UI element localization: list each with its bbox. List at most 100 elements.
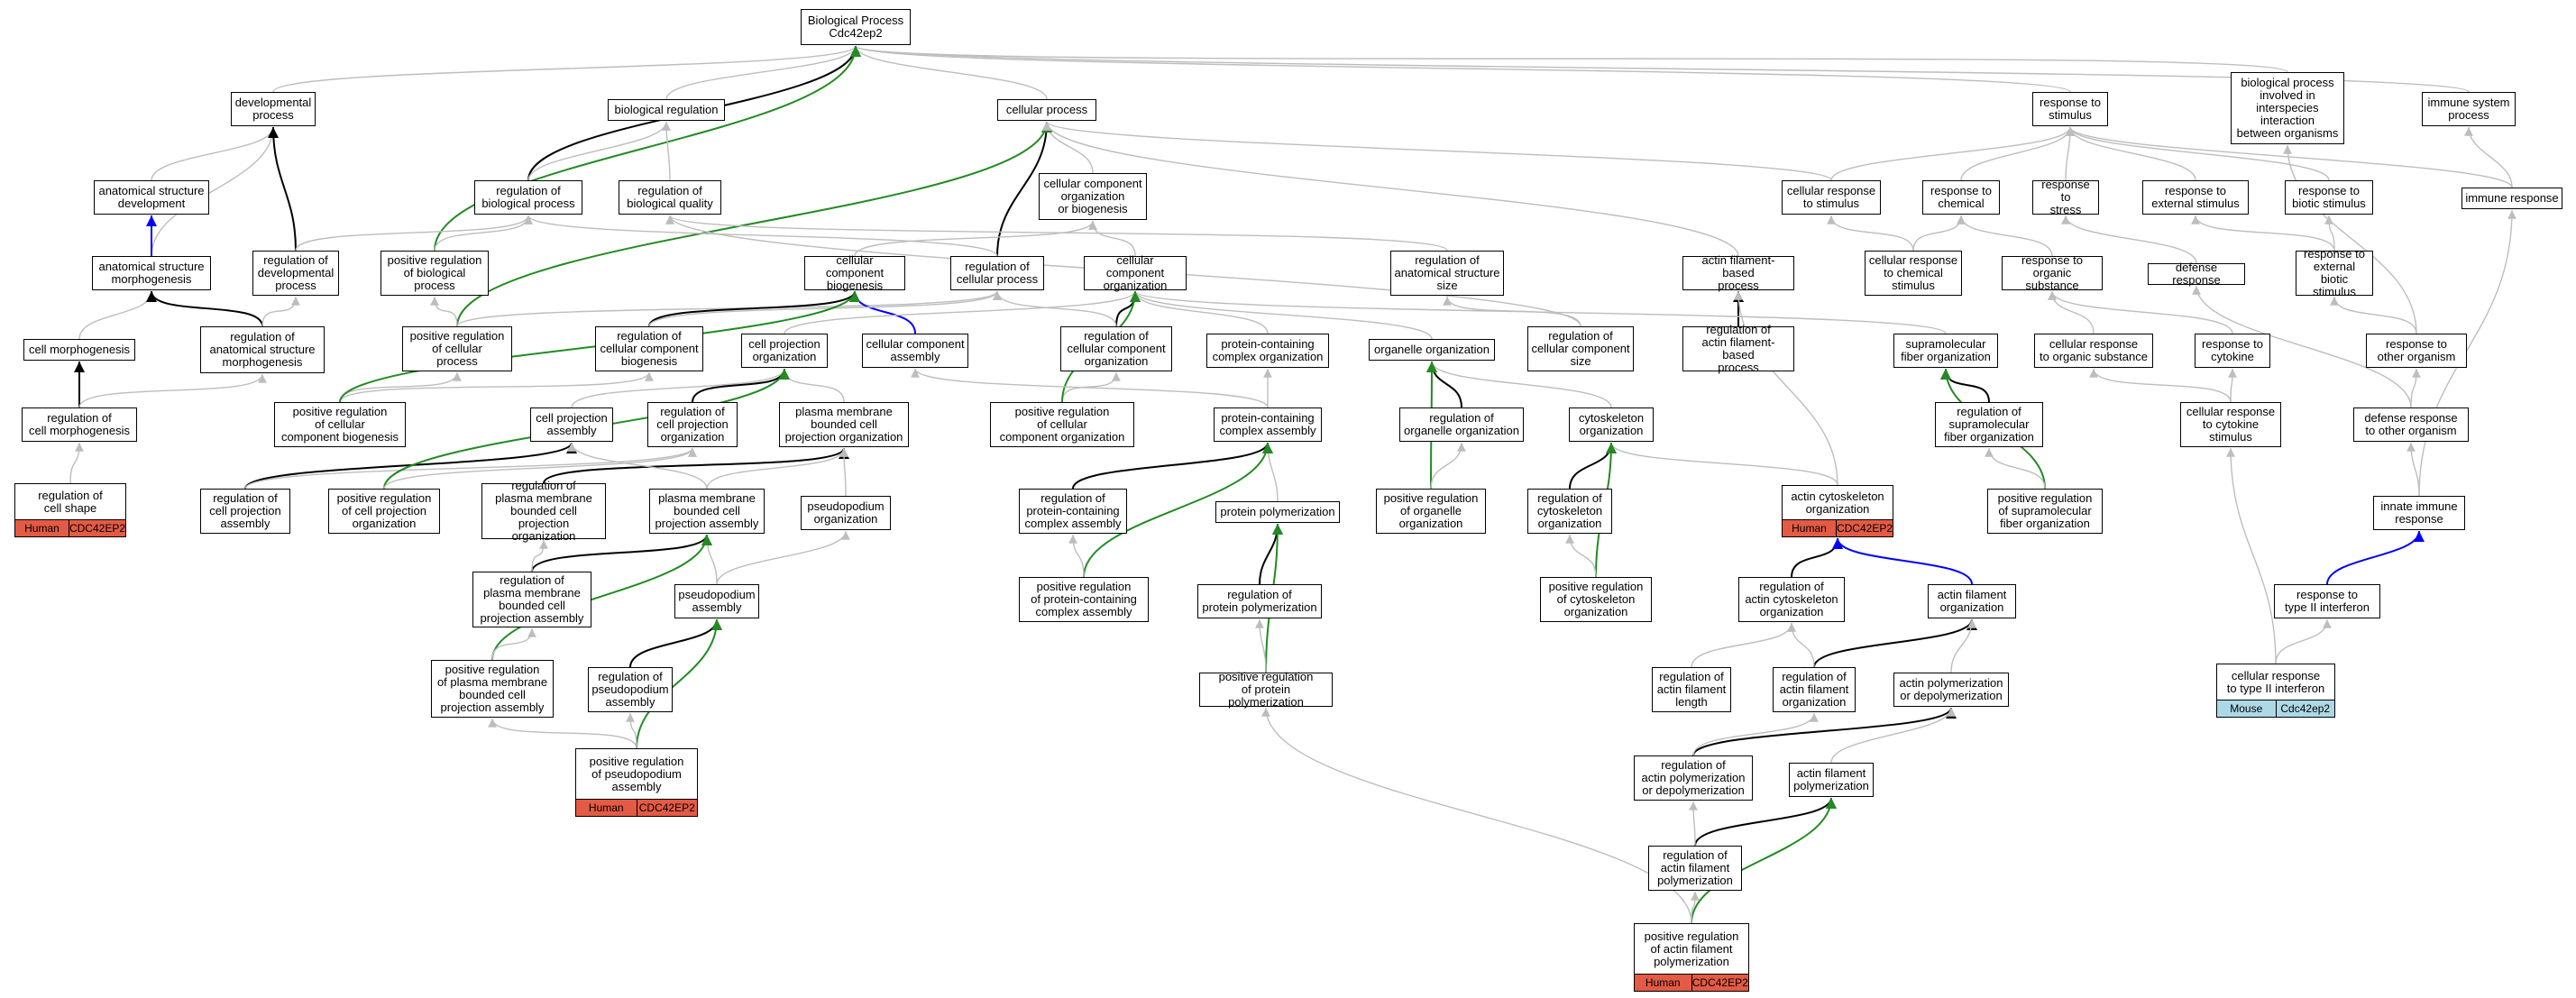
go-term-node[interactable]: protein-containing complex assembly [1214,407,1322,442]
go-term-node[interactable]: positive regulation of actin filament po… [1634,923,1749,992]
go-term-node[interactable]: regulation of actin polymerization or de… [1634,755,1753,801]
go-term-node[interactable]: response to external biotic stimulus [2296,248,2373,298]
go-term-node[interactable]: protein polymerization [1215,501,1340,523]
go-term-node[interactable]: developmental process [231,92,316,126]
go-term-node[interactable]: positive regulation of biological proces… [380,251,489,296]
go-term-node[interactable]: positive regulation of cellular componen… [274,402,406,447]
go-term-node[interactable]: anatomical structure morphogenesis [92,256,211,290]
go-term-label: anatomical structure development [98,184,205,210]
go-term-node[interactable]: regulation of anatomical structure size [1390,251,1504,296]
go-term-node[interactable]: cellular component biogenesis [804,254,905,292]
go-term-node[interactable]: regulation of actin cytoskeleton organiz… [1738,577,1845,622]
go-term-node[interactable]: cellular process [997,99,1096,121]
go-term-node[interactable]: positive regulation of cytoskeleton orga… [1540,577,1652,622]
go-term-node[interactable]: response to external stimulus [2142,180,2249,215]
go-term-node[interactable]: cellular response to cytokine stimulus [2180,402,2281,447]
go-term-node[interactable]: biological process involved in interspec… [2231,72,2344,144]
go-term-node[interactable]: actin filament-based process [1682,254,1794,292]
go-term-node[interactable]: regulation of cellular component biogene… [595,326,703,371]
go-term-node[interactable]: regulation of cellular component size [1527,326,1634,371]
go-term-node[interactable]: positive regulation of pseudopodium asse… [575,748,698,817]
go-term-node[interactable]: positive regulation of plasma membrane b… [431,660,554,718]
go-term-node[interactable]: response to other organism [2366,334,2467,368]
go-term-label: regulation of organelle organization [1404,411,1519,437]
go-term-node[interactable]: positive regulation of cellular process [402,326,512,371]
go-term-node[interactable]: regulation of cellular component organiz… [1060,326,1172,371]
go-term-label: regulation of developmental process [257,253,335,292]
go-term-node[interactable]: response to type II interferon [2274,584,2380,618]
go-term-node[interactable]: positive regulation of protein polymeriz… [1199,671,1333,709]
go-term-node[interactable]: regulation of supramolecular fiber organ… [1935,402,2043,447]
go-term-node[interactable]: cellular response to chemical stimulus [1865,251,1962,296]
go-term-node[interactable]: response to organic substance [2002,254,2103,292]
go-term-node[interactable]: positive regulation of protein-containin… [1019,577,1149,622]
go-term-node[interactable]: response to cytokine [2195,334,2270,368]
go-term-node[interactable]: anatomical structure development [94,180,209,215]
go-term-node[interactable]: regulation of actin filament length [1652,667,1731,712]
go-term-node[interactable]: defense response [2148,261,2245,287]
go-term-node[interactable]: cell morphogenesis [23,339,135,361]
go-term-node[interactable]: actin polymerization or depolymerization [1893,673,2009,707]
go-term-node[interactable]: response to stimulus [2032,92,2108,126]
go-term-label: regulation of cellular process [956,260,1039,286]
go-term-node[interactable]: regulation of plasma membrane bounded ce… [472,572,591,627]
go-term-node[interactable]: response to biotic stimulus [2285,180,2373,215]
go-term-node[interactable]: plasma membrane bounded cell projection … [649,489,765,534]
go-term-node[interactable]: actin filament polymerization [1789,763,1874,797]
edge-is-a [1255,618,1267,673]
go-term-node[interactable]: regulation of protein polymerization [1197,584,1322,618]
go-term-node[interactable]: plasma membrane bounded cell projection … [779,402,909,447]
go-term-label: regulation of protein-containing complex… [1024,491,1122,530]
go-term-node[interactable]: cytoskeleton organization [1569,407,1654,442]
go-term-node[interactable]: regulation of anatomical structure morph… [200,326,325,373]
go-term-node[interactable]: pseudopodium assembly [674,584,759,618]
go-term-node[interactable]: positive regulation of cellular componen… [990,402,1134,447]
go-term-node[interactable]: regulation of protein-containing complex… [1019,489,1127,534]
go-term-node[interactable]: cellular response to organic substance [2034,334,2153,368]
go-term-node[interactable]: regulation of actin filament organizatio… [1773,667,1856,712]
go-term-node[interactable]: regulation of plasma membrane bounded ce… [481,480,606,543]
go-term-node[interactable]: regulation of cell projection assembly [200,489,290,534]
go-term-node[interactable]: regulation of cell morphogenesis [22,407,137,442]
go-term-node[interactable]: immune system process [2422,92,2516,126]
go-term-label: cellular component assembly [866,337,965,363]
go-term-node[interactable]: cell projection organization [741,334,828,368]
go-term-node[interactable]: supramolecular fiber organization [1893,334,1998,368]
go-term-node[interactable]: response to chemical [1922,180,2000,215]
go-term-node[interactable]: cell projection assembly [530,407,613,442]
go-term-node[interactable]: cellular component assembly [862,334,968,368]
go-term-node[interactable]: regulation of developmental process [252,251,339,296]
go-term-node[interactable]: regulation of actin filament-based proce… [1682,324,1794,374]
go-term-node[interactable]: positive regulation of organelle organiz… [1376,489,1486,534]
go-term-node[interactable]: actin filament organization [1928,584,2016,618]
go-term-node[interactable]: positive regulation of cell projection o… [328,489,440,534]
go-term-node[interactable]: regulation of cytoskeleton organization [1527,489,1612,534]
go-term-node[interactable]: innate immune response [2373,496,2465,530]
go-term-node[interactable]: cellular component organization or bioge… [1039,173,1147,220]
edge-is-a [839,447,848,497]
go-term-node[interactable]: regulation of cellular process [950,256,1044,290]
go-term-node[interactable]: regulation of biological process [474,180,582,215]
go-term-node[interactable]: Biological Process Cdc42ep2 [801,9,911,45]
go-term-node[interactable]: immune response [2461,188,2562,209]
go-term-node[interactable]: response to stress [2032,179,2099,216]
go-term-node[interactable]: regulation of cell projection organizati… [647,402,738,447]
go-term-node[interactable]: pseudopodium organization [801,496,891,530]
go-term-node[interactable]: regulation of pseudopodium assembly [588,667,673,712]
go-term-node[interactable]: defense response to other organism [2353,407,2469,442]
go-term-node[interactable]: regulation of organelle organization [1399,407,1524,442]
go-term-node[interactable]: biological regulation [608,99,725,121]
go-term-label: cellular process [1005,103,1088,116]
go-term-node[interactable]: cellular response to stimulus [1782,180,1881,215]
go-term-node[interactable]: cellular component organization [1084,254,1187,292]
go-term-node[interactable]: regulation of actin filament polymerizat… [1648,846,1742,891]
go-term-node[interactable]: regulation of biological quality [619,180,721,215]
go-term-label: regulation of supramolecular fiber organ… [1944,405,2034,444]
go-term-node[interactable]: protein-containing complex organization [1206,334,1329,368]
go-term-node[interactable]: organelle organization [1369,339,1495,361]
edge-is-a [2283,144,2417,334]
go-term-node[interactable]: positive regulation of supramolecular fi… [1987,489,2103,534]
